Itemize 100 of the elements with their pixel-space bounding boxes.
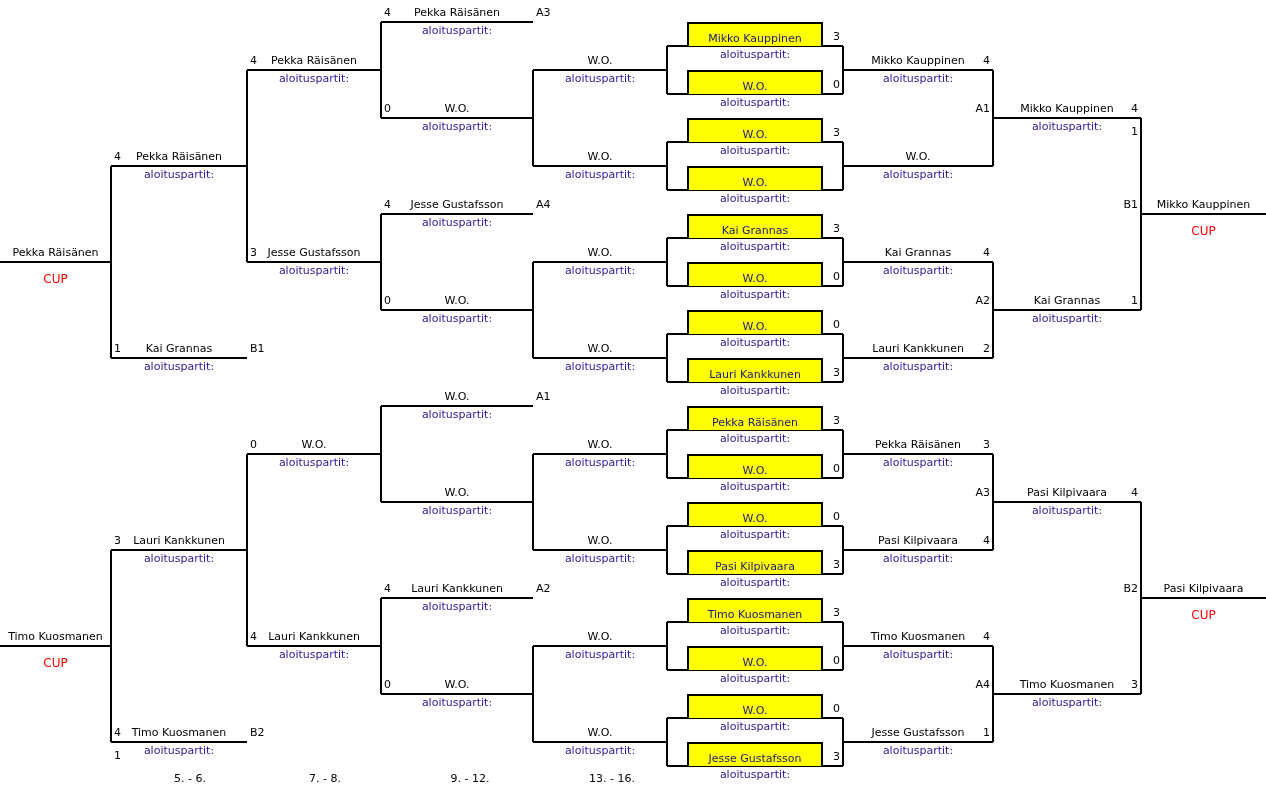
bracket-connector — [110, 645, 112, 743]
player-name-box: W.O. — [687, 262, 823, 286]
bracket-connector — [842, 549, 844, 575]
bracket-connector — [1140, 213, 1142, 311]
player-name: Mikko Kauppinen — [871, 54, 965, 68]
player-name: Kai Grannas — [884, 246, 952, 260]
starting-games-note: aloituspartit: — [1031, 120, 1103, 134]
score: 3 — [833, 126, 840, 140]
starting-games-note: aloituspartit: — [719, 384, 791, 398]
starting-games-note: aloituspartit: — [882, 360, 954, 374]
starting-games-note: aloituspartit: — [882, 648, 954, 662]
starting-games-note: aloituspartit: — [278, 72, 350, 86]
round-label: 5. - 6. — [174, 772, 206, 786]
player-name-box: W.O. — [687, 502, 823, 526]
player-name-box: W.O. — [687, 118, 823, 142]
round-label: 13. - 16. — [589, 772, 635, 786]
starting-games-note: aloituspartit: — [564, 552, 636, 566]
starting-games-note: aloituspartit: — [421, 216, 493, 230]
bracket-code: A4 — [975, 678, 990, 692]
score: 0 — [833, 510, 840, 524]
score: 0 — [833, 462, 840, 476]
score: 4 — [250, 630, 257, 644]
bracket-code: B1 — [1123, 198, 1138, 212]
player-name: Lauri Kankkunen — [411, 582, 503, 596]
bracket-connector — [666, 621, 668, 647]
starting-games-note: aloituspartit: — [882, 456, 954, 470]
bracket-connector — [666, 261, 668, 287]
score: 0 — [833, 702, 840, 716]
bracket-connector — [666, 333, 668, 359]
bracket-code: A3 — [536, 6, 551, 20]
bracket-connector — [110, 165, 112, 263]
starting-games-note: aloituspartit: — [421, 408, 493, 422]
starting-games-note: aloituspartit: — [719, 480, 791, 494]
bracket-connector — [666, 357, 668, 383]
starting-games-note: aloituspartit: — [421, 600, 493, 614]
bracket-connector — [380, 645, 382, 695]
starting-games-note: aloituspartit: — [719, 672, 791, 686]
player-name: Pekka Räisänen — [12, 246, 99, 260]
bracket-connector — [532, 117, 534, 167]
starting-games-note: aloituspartit: — [564, 648, 636, 662]
player-name: Jesse Gustafsson — [410, 198, 504, 212]
score: 4 — [983, 630, 990, 644]
player-name-box: Pekka Räisänen — [687, 406, 823, 430]
bracket-connector — [380, 405, 382, 455]
player-name: W.O. — [444, 486, 470, 500]
bracket-connector — [380, 261, 382, 311]
player-name: W.O. — [587, 246, 613, 260]
bracket-connector — [992, 309, 994, 359]
player-name: W.O. — [587, 150, 613, 164]
score: 3 — [1131, 678, 1138, 692]
starting-games-note: aloituspartit: — [278, 264, 350, 278]
score: 4 — [1131, 102, 1138, 116]
player-name: W.O. — [905, 150, 931, 164]
player-name: W.O. — [587, 534, 613, 548]
bracket-connector — [842, 333, 844, 359]
bracket-code: A2 — [975, 294, 990, 308]
score: 4 — [983, 54, 990, 68]
bracket-connector — [246, 165, 248, 263]
starting-games-note: aloituspartit: — [143, 168, 215, 182]
starting-games-note: aloituspartit: — [564, 72, 636, 86]
bracket-connector — [246, 453, 248, 551]
score: 3 — [833, 558, 840, 572]
player-name: Lauri Kankkunen — [133, 534, 225, 548]
bracket-connector — [666, 645, 668, 671]
bracket-connector — [532, 501, 534, 551]
cup-label: CUP — [1191, 224, 1216, 238]
bracket-connector — [842, 165, 844, 191]
starting-games-note: aloituspartit: — [719, 192, 791, 206]
bracket-connector — [992, 501, 994, 551]
score: 4 — [250, 54, 257, 68]
starting-games-note: aloituspartit: — [421, 696, 493, 710]
starting-games-note: aloituspartit: — [882, 552, 954, 566]
starting-games-note: aloituspartit: — [719, 720, 791, 734]
bracket-connector — [842, 621, 844, 647]
bracket-connector — [666, 69, 668, 95]
bracket-connector — [380, 597, 382, 647]
cup-label: CUP — [43, 272, 68, 286]
round-label: 7. - 8. — [309, 772, 341, 786]
score: 0 — [384, 294, 391, 308]
bracket-connector — [842, 741, 844, 767]
score: 1 — [983, 726, 990, 740]
starting-games-note: aloituspartit: — [143, 744, 215, 758]
player-name: Pasi Kilpivaara — [1163, 582, 1244, 596]
score: 4 — [114, 726, 121, 740]
starting-games-note: aloituspartit: — [564, 360, 636, 374]
player-name-box: Kai Grannas — [687, 214, 823, 238]
bracket-connector — [666, 549, 668, 575]
player-name: Jesse Gustafsson — [267, 246, 361, 260]
score: 3 — [833, 750, 840, 764]
round-label: 9. - 12. — [450, 772, 490, 786]
player-name-box: W.O. — [687, 694, 823, 718]
player-name: W.O. — [587, 54, 613, 68]
player-name: W.O. — [444, 678, 470, 692]
bracket-connector — [666, 741, 668, 767]
player-name-box: W.O. — [687, 454, 823, 478]
bracket-connector — [842, 69, 844, 95]
player-name: W.O. — [444, 294, 470, 308]
bracket-connector — [532, 309, 534, 359]
score: 4 — [983, 534, 990, 548]
starting-games-note: aloituspartit: — [719, 48, 791, 62]
